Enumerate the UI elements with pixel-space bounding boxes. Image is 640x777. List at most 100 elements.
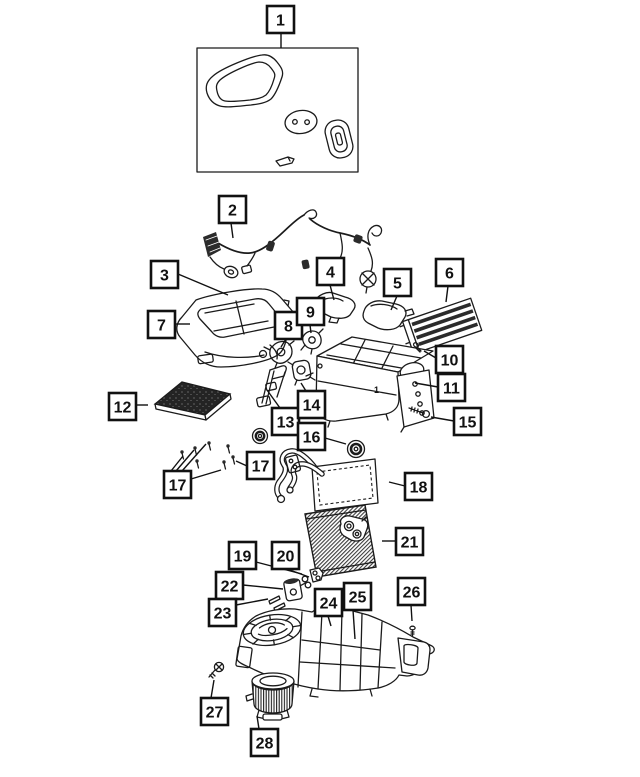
callout-number: 2 (228, 203, 237, 220)
leader-line-11 (414, 382, 439, 388)
inline-marks: 1 (374, 385, 379, 395)
callout-box (403, 471, 434, 502)
callout-box (295, 296, 326, 327)
actuator-14 (287, 359, 316, 386)
leader-line-17 (235, 460, 248, 467)
leader-line-25 (352, 609, 356, 640)
leader-line-8 (280, 338, 287, 348)
callout-number: 8 (284, 319, 293, 336)
callout-1-0: 1 (265, 4, 296, 35)
callout-box (162, 469, 193, 500)
callout-box (149, 259, 180, 290)
callout-19-19: 19 (227, 540, 258, 571)
leader-line-17 (170, 455, 184, 472)
callout-4-3: 4 (315, 256, 346, 287)
callout-number: 21 (401, 535, 419, 552)
callout-21-21: 21 (394, 526, 425, 557)
callout-number: 15 (459, 415, 477, 432)
callout-box (313, 587, 344, 618)
gasket-plate (284, 109, 318, 135)
leader-line-15 (430, 416, 455, 422)
callout-box (207, 597, 238, 628)
callout-box (227, 540, 258, 571)
callout-22-22: 22 (214, 570, 245, 601)
leader-line-5 (390, 295, 398, 311)
callout-number: 17 (252, 459, 270, 476)
blower-motor (245, 672, 295, 721)
leader-line-22 (242, 584, 284, 590)
cabin-filter (153, 381, 232, 421)
heater-core-small (399, 297, 483, 355)
seal-ring (205, 54, 284, 108)
callout-box (146, 309, 177, 340)
callout-17-17: 17 (245, 450, 276, 481)
leader-line-13 (266, 389, 281, 409)
callout-box (452, 406, 483, 437)
leader-line-17 (181, 443, 207, 472)
leader-line-4 (329, 284, 335, 301)
callout-18-18: 18 (403, 471, 434, 502)
callout-box (342, 581, 373, 612)
leader-line-28 (256, 715, 260, 730)
callout-2-1: 2 (217, 194, 248, 225)
callout-number: 24 (320, 596, 338, 613)
expansion-valve (283, 578, 307, 602)
callout-number: 16 (303, 430, 321, 447)
callout-14-13: 14 (296, 389, 327, 420)
callout-number: 26 (403, 585, 421, 602)
callout-box (296, 421, 327, 452)
leader-line-9 (309, 324, 312, 334)
callout-11-10: 11 (436, 372, 467, 403)
callout-box (107, 391, 138, 422)
leader-line-17 (190, 469, 222, 480)
callout-6-5: 6 (434, 257, 465, 288)
callout-box (245, 450, 276, 481)
callout-13-12: 13 (270, 406, 301, 437)
callout-number: 3 (160, 268, 169, 285)
oring-fittings (301, 567, 324, 589)
callout-28-28: 28 (249, 727, 280, 758)
callout-number: 11 (443, 381, 460, 398)
callout-box (199, 696, 230, 727)
callout-number: 13 (277, 415, 295, 432)
screw (222, 460, 227, 470)
lower-housing (235, 602, 435, 698)
callout-number: 20 (277, 549, 295, 566)
grommet-seal (324, 119, 354, 159)
callout-number: 7 (157, 318, 166, 335)
callout-box (382, 267, 413, 298)
callout-number: 5 (393, 276, 402, 293)
part-surface-mark: 1 (374, 385, 379, 395)
callout-26-26: 26 (396, 576, 427, 607)
callout-number: 12 (114, 400, 132, 417)
screw (231, 455, 236, 465)
callout-10-9: 10 (434, 344, 465, 375)
screw (207, 441, 212, 451)
callout-15-14: 15 (452, 406, 483, 437)
callout-number: 27 (206, 705, 224, 722)
callout-7-6: 7 (146, 309, 177, 340)
callout-box (396, 576, 427, 607)
callout-box (217, 194, 248, 225)
leader-line-27 (210, 679, 215, 699)
leader-line-6 (445, 285, 449, 303)
callout-number: 4 (326, 265, 335, 282)
fan-scroll-opening (242, 613, 302, 647)
callout-box (249, 727, 280, 758)
retainer-pins (268, 595, 286, 612)
leader-line-26 (410, 604, 413, 622)
evaporator (304, 504, 377, 578)
callout-box (434, 257, 465, 288)
callout-number: 9 (306, 305, 315, 322)
screw-10 (412, 342, 422, 353)
screw-27 (208, 661, 225, 679)
callout-25-25: 25 (342, 581, 373, 612)
leader-line-16 (324, 437, 347, 445)
callout-box (436, 372, 467, 403)
callout-box (315, 256, 346, 287)
callout-17-16: 17 (162, 469, 193, 500)
leader-line-10 (423, 350, 437, 359)
callout-number: 6 (445, 266, 454, 283)
